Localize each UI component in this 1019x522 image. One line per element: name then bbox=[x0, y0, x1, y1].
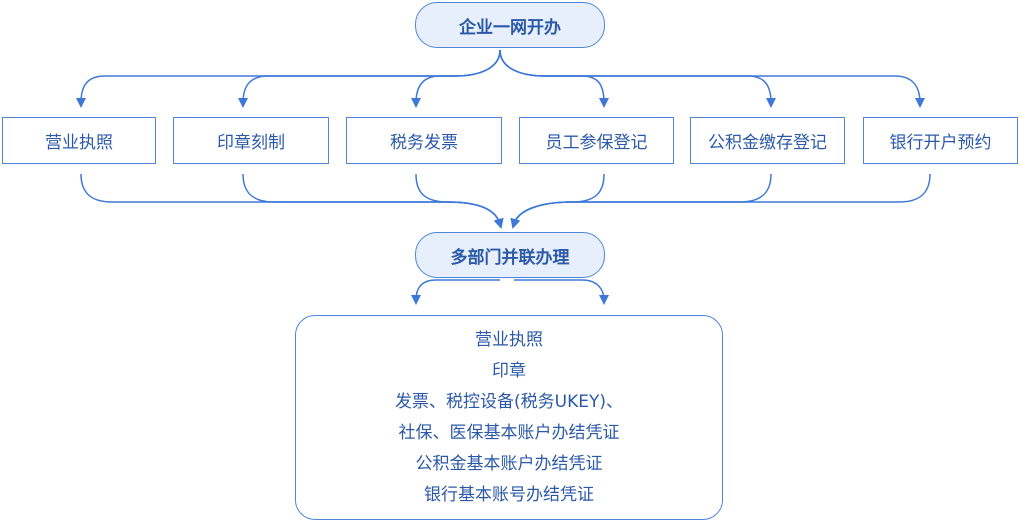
step-seal-engraving: 印章刻制 bbox=[173, 117, 329, 164]
merge-node: 多部门并联办理 bbox=[415, 232, 605, 278]
merge-connector bbox=[80, 173, 504, 229]
outcome-box: 营业执照 印章 发票、税控设备(税务UKEY)、 社保、医保基本账户办结凭证 公… bbox=[295, 315, 723, 520]
merge-connector bbox=[510, 173, 605, 229]
top-node: 企业一网开办 bbox=[415, 2, 605, 48]
merge-connector bbox=[510, 173, 931, 229]
merge-node-label: 多部门并联办理 bbox=[450, 247, 570, 268]
outcome-item: 发票、税控设备(税务UKEY)、 bbox=[395, 391, 623, 412]
step-label: 印章刻制 bbox=[217, 133, 285, 153]
step-label: 银行开户预约 bbox=[889, 133, 992, 153]
outcome-item: 社保、医保基本账户办结凭证 bbox=[398, 422, 620, 443]
step-bank-account: 银行开户预约 bbox=[863, 117, 1018, 164]
merge-connector bbox=[415, 173, 504, 229]
merge-connector bbox=[510, 173, 772, 229]
step-label: 营业执照 bbox=[45, 133, 113, 153]
step-housing-fund: 公积金缴存登记 bbox=[690, 117, 845, 164]
top-node-label: 企业一网开办 bbox=[459, 17, 561, 38]
step-business-license: 营业执照 bbox=[2, 117, 156, 164]
step-label: 公积金缴存登记 bbox=[708, 133, 827, 153]
outcome-item: 营业执照 bbox=[475, 329, 543, 350]
outcome-item: 印章 bbox=[492, 360, 526, 381]
step-employee-insurance: 员工参保登记 bbox=[519, 117, 674, 164]
merge-connector bbox=[242, 173, 504, 229]
step-label: 税务发票 bbox=[390, 133, 458, 153]
step-tax-invoice: 税务发票 bbox=[346, 117, 502, 164]
result-connector bbox=[514, 279, 609, 305]
result-connector bbox=[411, 279, 500, 305]
step-label: 员工参保登记 bbox=[545, 133, 648, 153]
split-connector bbox=[499, 49, 925, 108]
split-connector bbox=[411, 49, 501, 108]
outcome-item: 银行基本账号办结凭证 bbox=[424, 484, 594, 505]
outcome-item: 公积金基本账户办结凭证 bbox=[415, 453, 603, 474]
